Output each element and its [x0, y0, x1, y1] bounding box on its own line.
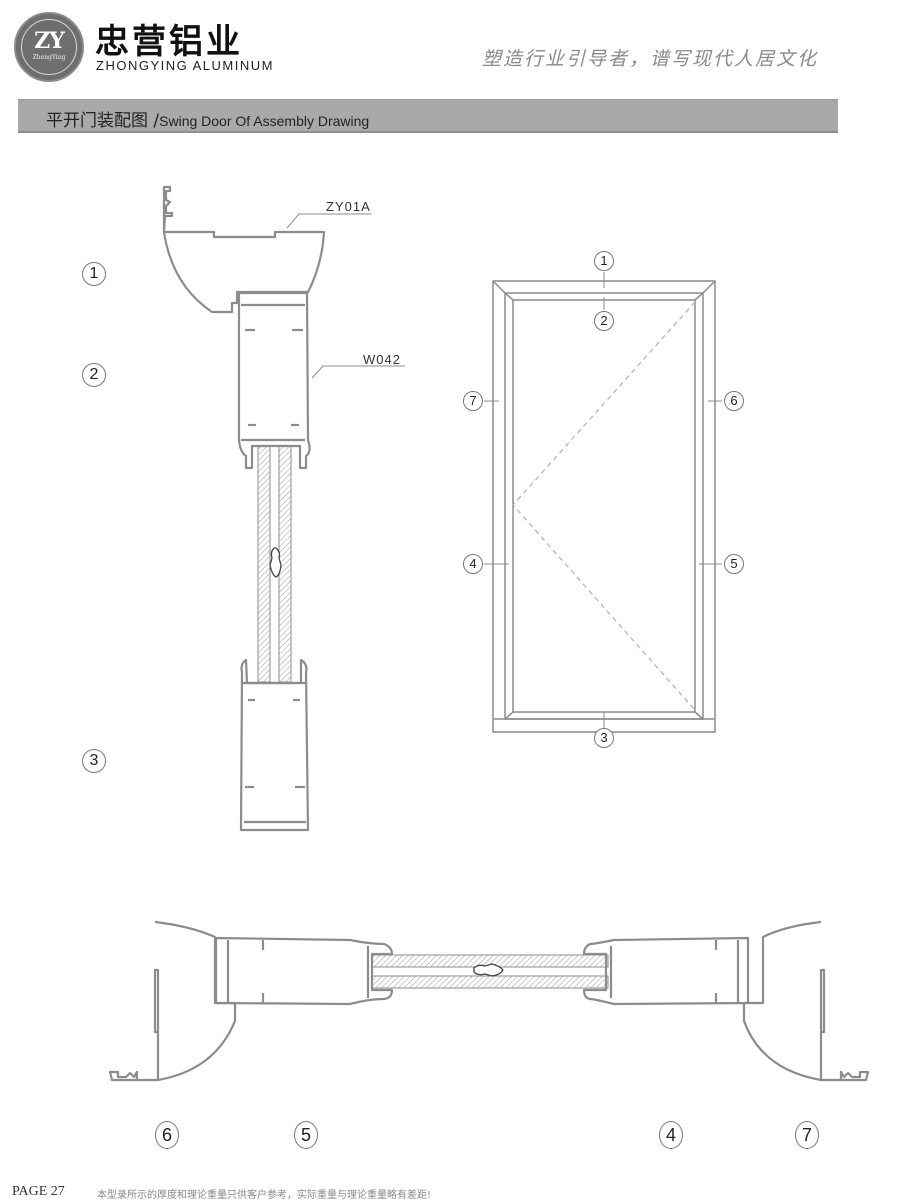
callout-3: 3: [82, 749, 106, 773]
logo: ZY ZhongYing: [14, 12, 84, 82]
hsection-callout-4: 4: [659, 1121, 683, 1149]
horizontal-section: [108, 920, 870, 1082]
title-bar: 平开门装配图 /Swing Door Of Assembly Drawing: [18, 99, 838, 133]
footer-disclaimer: 本型录所示的厚度和理论重量只供客户参考，实际重量与理论重量略有差距!: [97, 1190, 432, 1201]
slogan: 塑造行业引导者，谱写现代人居文化: [482, 48, 819, 70]
hsection-callout-5: 5: [294, 1121, 318, 1149]
elevation-callout-1: 1: [594, 251, 614, 271]
callout-1: 1: [82, 262, 106, 286]
logo-subtext: ZhongYing: [32, 54, 66, 61]
page-title: 平开门装配图 /Swing Door Of Assembly Drawing: [46, 106, 369, 131]
callout-2: 2: [82, 363, 106, 387]
brand-name-cn: 忠营铝业: [95, 22, 243, 62]
page-number: PAGE 27: [12, 1184, 65, 1199]
hsection-callout-7: 7: [795, 1121, 819, 1149]
part-label-zy01a: ZY01A: [326, 199, 371, 214]
elevation-callout-4: 4: [463, 554, 483, 574]
hsection-callout-6: 6: [155, 1121, 179, 1149]
brand-name-en: ZHONGYING ALUMINUM: [96, 58, 274, 73]
glass-vertical: [257, 445, 292, 683]
door-elevation: [484, 272, 722, 733]
page-title-cn: 平开门装配图 /: [46, 111, 160, 131]
glass-horizontal: [371, 954, 609, 989]
page-title-en: Swing Door Of Assembly Drawing: [159, 113, 370, 129]
logo-mark: ZY: [34, 28, 65, 54]
logo-ring: [21, 19, 77, 75]
elevation-callout-7: 7: [463, 391, 483, 411]
elevation-callout-6: 6: [724, 391, 744, 411]
elevation-callout-2: 2: [594, 311, 614, 331]
vertical-section: [162, 185, 405, 832]
elevation-callout-3: 3: [594, 728, 614, 748]
elevation-callout-5: 5: [724, 554, 744, 574]
part-label-w042: W042: [363, 352, 401, 367]
